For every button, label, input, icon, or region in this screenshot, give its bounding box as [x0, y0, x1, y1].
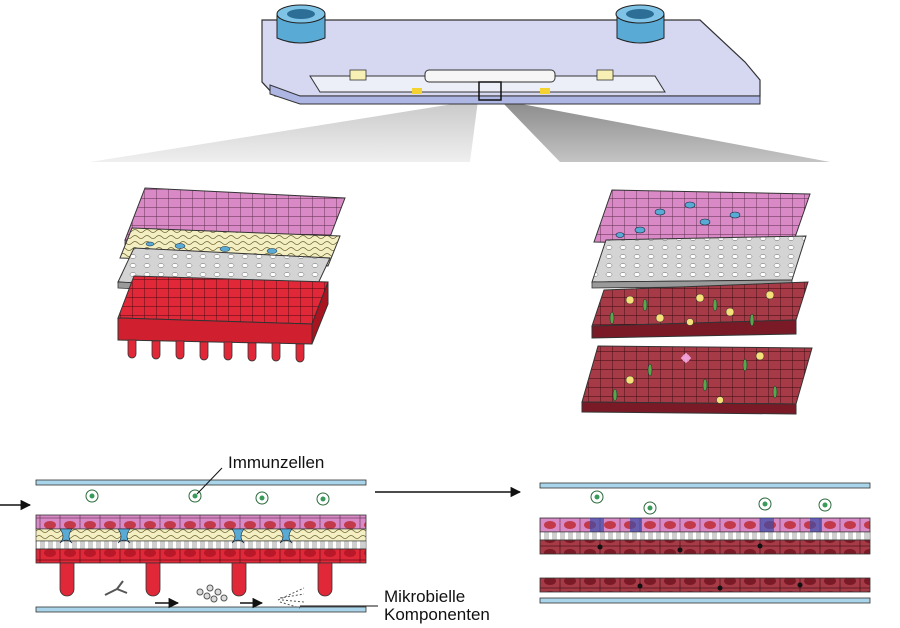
- label-immune-cells: Immunzellen: [228, 453, 324, 472]
- label-microbial-line2: Komponenten: [384, 605, 490, 624]
- inlet-port-icon: [276, 4, 326, 44]
- microfluidic-chip-icon: [90, 4, 830, 162]
- bacteria-icon: [681, 353, 691, 363]
- channel-cross-section-healthy: [0, 479, 367, 613]
- tissue-layer-stack-healthy-icon: [117, 187, 346, 363]
- microbial-components-icon: [104, 580, 305, 609]
- channel-cross-section-damaged: [539, 482, 871, 604]
- label-microbial-line1: Mikrobielle: [384, 587, 465, 606]
- outlet-port-icon: [615, 4, 665, 44]
- immune-cell-icon: [85, 489, 330, 506]
- tissue-layer-stack-damaged-icon: [581, 189, 813, 415]
